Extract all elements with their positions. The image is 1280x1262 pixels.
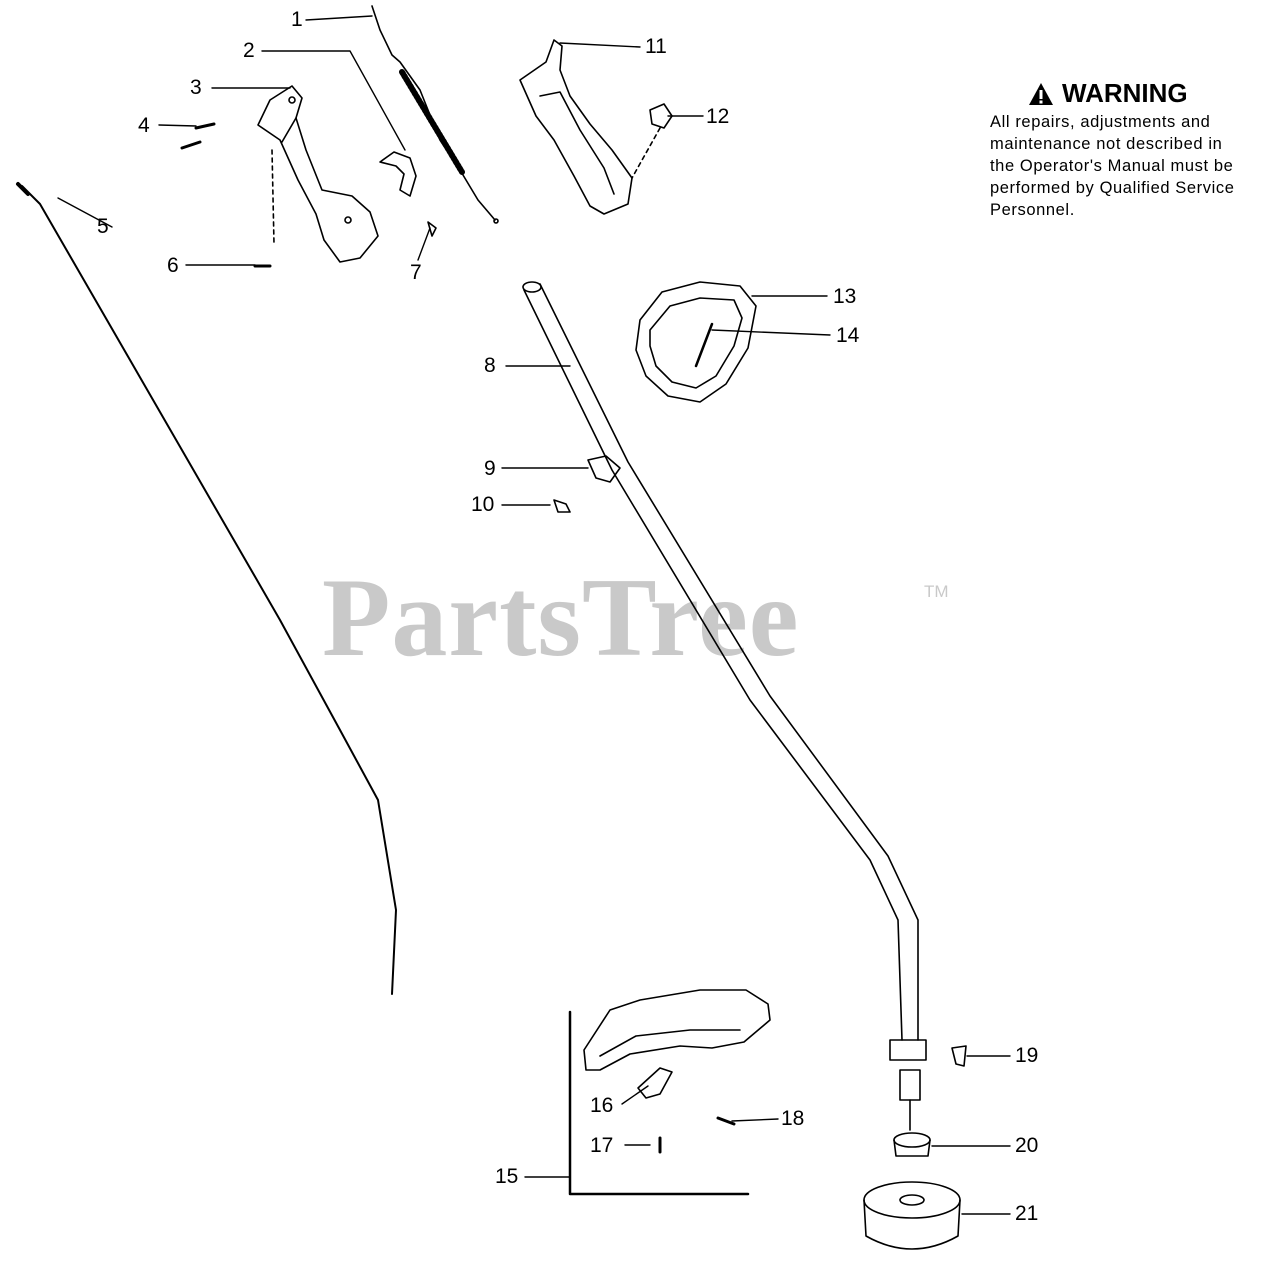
shaft-tube: [522, 281, 919, 1041]
warning-line: Personnel.: [990, 201, 1075, 219]
callout-3: 3: [190, 76, 202, 99]
watermark: PartsTree: [322, 556, 800, 680]
clip: [427, 221, 437, 237]
callout-8: 8: [484, 354, 496, 377]
handle-housing: [257, 85, 379, 263]
trimmer-head: [863, 1181, 961, 1250]
flex-drive-cable: [21, 185, 397, 995]
callout-2: 2: [243, 39, 255, 62]
handle-half: [519, 39, 633, 215]
warning-title: WARNING: [1062, 78, 1188, 108]
shaft-clamp: [587, 455, 621, 483]
throttle-trigger: [379, 151, 417, 197]
leader-lines: [57, 15, 1011, 1215]
line-cutter-blade: [637, 1067, 673, 1099]
callout-1: 1: [291, 8, 303, 31]
watermark-trademark: TM: [924, 582, 949, 601]
callout-18: 18: [781, 1107, 805, 1130]
guard-bolt: [716, 1116, 736, 1126]
bracket-clip: [951, 1045, 967, 1067]
loop-handle-bolt: [694, 322, 714, 368]
warning-line: maintenance not described in: [990, 135, 1223, 153]
callout-7: 7: [410, 261, 422, 284]
callout-9: 9: [484, 457, 496, 480]
callout-17: 17: [590, 1134, 614, 1157]
callout-5: 5: [97, 215, 109, 238]
warning-text: All repairs, adjustments and maintenance…: [990, 111, 1280, 221]
loop-handle: [635, 281, 757, 403]
nut: [649, 103, 673, 129]
callout-10: 10: [471, 493, 495, 516]
callout-11: 11: [645, 35, 667, 58]
callout-19: 19: [1015, 1044, 1039, 1067]
warning-line: the Operator's Manual must be: [990, 157, 1234, 175]
callout-21: 21: [1015, 1202, 1039, 1225]
callout-4: 4: [138, 114, 150, 137]
warning-line: All repairs, adjustments and: [990, 113, 1211, 131]
screw-pair: [180, 122, 275, 245]
warning-notice: WARNING All repairs, adjustments and mai…: [990, 78, 1280, 221]
callout-12: 12: [706, 105, 730, 128]
kit-bracket: [568, 1010, 750, 1196]
callout-20: 20: [1015, 1134, 1039, 1157]
warning-line: performed by Qualified Service: [990, 179, 1235, 197]
callout-6: 6: [167, 254, 179, 277]
warning-triangle-icon: [1029, 82, 1053, 105]
warning-heading: WARNING: [1028, 78, 1280, 109]
callout-14: 14: [836, 324, 860, 347]
callout-16: 16: [590, 1094, 614, 1117]
guard: [583, 989, 771, 1071]
callout-13: 13: [833, 285, 857, 308]
callout-15: 15: [495, 1165, 519, 1188]
bolt: [553, 499, 571, 513]
shaft-bracket: [889, 1039, 927, 1131]
adapter-nut: [893, 1132, 931, 1157]
throttle-cable: [371, 5, 499, 224]
